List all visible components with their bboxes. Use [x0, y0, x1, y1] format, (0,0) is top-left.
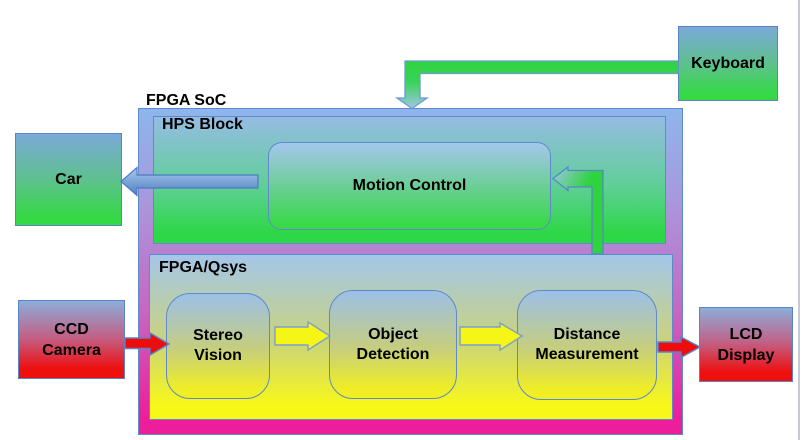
ccd-to-stereo-arrow-icon	[124, 331, 171, 357]
lcd-display-label-line1: LCD	[729, 325, 763, 343]
distance-measurement-label-line2: Measurement	[535, 346, 639, 363]
lcd-display-box: LCD Display	[699, 307, 793, 382]
distance-to-lcd-arrow-icon	[657, 335, 702, 359]
fpga-soc-label: FPGA SoC	[146, 92, 227, 109]
stereo-vision-label-line1: Stereo	[193, 327, 243, 344]
motion-control-box: Motion Control	[268, 142, 551, 230]
page-edge-line	[798, 0, 800, 440]
hps-block-label: HPS Block	[162, 116, 243, 133]
object-to-distance-arrow-icon	[459, 321, 524, 352]
keyboard-box: Keyboard	[678, 26, 778, 101]
fpga-qsys-label: FPGA/Qsys	[159, 259, 248, 276]
lcd-display-label-line2: Display	[717, 346, 775, 364]
ccd-camera-label-line1: CCD	[54, 320, 89, 338]
fpga-soc-container: FPGA SoC HPS Block Motion Control FPGA/Q…	[138, 93, 683, 435]
ccd-camera-box: CCD Camera	[18, 300, 125, 379]
object-detection-box: Object Detection	[329, 290, 457, 399]
keyboard-label: Keyboard	[691, 55, 765, 72]
qsys-to-motion-control-arrow-icon	[551, 165, 604, 255]
fpga-qsys-container: FPGA/Qsys Stereo Vision Object Detection…	[149, 254, 673, 420]
stereo-to-object-arrow-icon	[274, 320, 332, 352]
motion-control-to-car-arrow-icon	[120, 166, 259, 197]
motion-control-label: Motion Control	[352, 177, 467, 194]
stereo-vision-box: Stereo Vision	[166, 293, 270, 399]
object-detection-label-line1: Object	[368, 325, 418, 343]
object-detection-label-line2: Detection	[356, 345, 430, 363]
car-box: Car	[15, 133, 122, 226]
ccd-camera-label-line2: Camera	[42, 341, 101, 359]
distance-measurement-box: Distance Measurement	[517, 290, 657, 400]
car-label: Car	[55, 171, 82, 188]
distance-measurement-label-line1: Distance	[553, 326, 621, 343]
stereo-vision-label-line2: Vision	[194, 347, 242, 364]
keyboard-to-hps-arrow-icon	[394, 60, 679, 110]
